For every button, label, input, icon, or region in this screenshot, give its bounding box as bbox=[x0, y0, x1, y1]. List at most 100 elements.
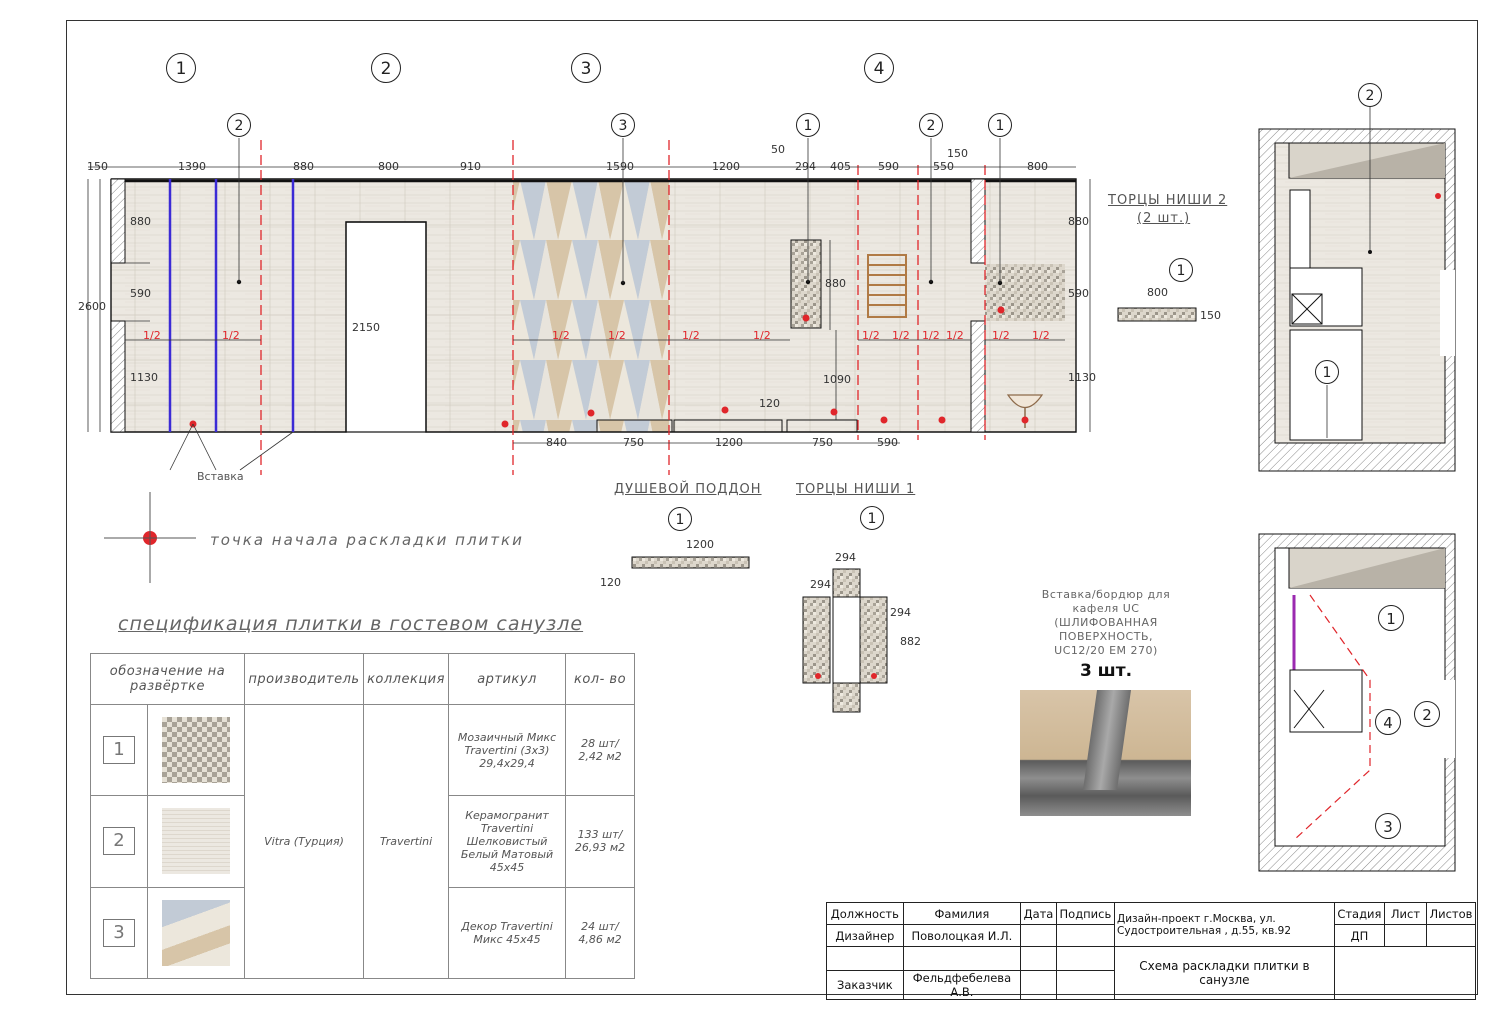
tile-marker: 1 bbox=[860, 506, 884, 530]
insert-desc: кафеля UC bbox=[1072, 602, 1140, 615]
ceramic-swatch bbox=[162, 808, 230, 875]
row-num: 2 bbox=[103, 827, 135, 856]
dimension-label: 120 bbox=[600, 576, 621, 589]
tile-marker: 2 bbox=[919, 113, 943, 137]
row-num: 1 bbox=[103, 736, 135, 765]
tb-sign-header: Подпись bbox=[1055, 902, 1116, 925]
tile-marker: 1 bbox=[1378, 605, 1404, 631]
spec-header-collection: коллекция bbox=[363, 653, 449, 705]
tile-marker: 1 bbox=[988, 113, 1012, 137]
collection-cell: Travertini bbox=[363, 704, 449, 979]
dimension-label: 550 bbox=[933, 160, 954, 173]
tb-drawing-title: Схема раскладки плитки в санузле bbox=[1114, 946, 1335, 1000]
insert-desc: UC12/20 EM 270) bbox=[1054, 644, 1158, 657]
niche2-sub: (2 шт.) bbox=[1137, 211, 1191, 226]
qty-cell: 28 шт/ 2,42 м2 bbox=[565, 703, 635, 797]
dimension-label: 880 bbox=[1068, 215, 1089, 228]
tile-marker: 1 bbox=[1169, 258, 1193, 282]
dimension-label: 1130 bbox=[130, 371, 158, 384]
dimension-label: 150 bbox=[1200, 309, 1221, 322]
insert-label: Вставка bbox=[197, 470, 244, 483]
tile-marker: 3 bbox=[1375, 813, 1401, 839]
tb-sheets-header: Листов bbox=[1425, 902, 1477, 925]
spec-title: спецификация плитки в гостевом санузле bbox=[118, 613, 584, 635]
dimension-label: 882 bbox=[900, 635, 921, 648]
half-label: 1/2 bbox=[143, 329, 161, 342]
table-row: 3 Декор Travertini Микс 45x45 24 шт/ 4,8… bbox=[90, 886, 635, 980]
tb-name-designer: Поволоцкая И.Л. bbox=[902, 924, 1022, 947]
dimension-label: 800 bbox=[1027, 160, 1048, 173]
spec-header-article: артикул bbox=[448, 653, 566, 705]
half-label: 1/2 bbox=[682, 329, 700, 342]
tb-project: Дизайн-проект г.Москва, ул. Судостроител… bbox=[1114, 902, 1335, 947]
table-row: 2 Керамогранит Travertini Шелковистый Бе… bbox=[90, 795, 635, 888]
dimension-label: 50 bbox=[771, 143, 785, 156]
insert-desc: Вставка/бордюр для bbox=[1041, 588, 1171, 601]
tb-stage-header: Стадия bbox=[1333, 902, 1386, 925]
spec-header-designation: обозначение на развёртке bbox=[90, 653, 245, 705]
dimension-label: 880 bbox=[293, 160, 314, 173]
dimension-label: 590 bbox=[877, 436, 898, 449]
dimension-label: 120 bbox=[759, 397, 780, 410]
title-block: Должность Фамилия Дата Подпись Дизайн-пр… bbox=[826, 902, 1477, 1000]
mosaic-swatch bbox=[162, 717, 230, 784]
qty-cell: 133 шт/ 26,93 м2 bbox=[565, 795, 635, 888]
half-label: 1/2 bbox=[946, 329, 964, 342]
dimension-label: 294 bbox=[795, 160, 816, 173]
insert-photo bbox=[1020, 690, 1191, 816]
row-num: 3 bbox=[103, 918, 135, 947]
dimension-label: 590 bbox=[878, 160, 899, 173]
dimension-label: 840 bbox=[546, 436, 567, 449]
qty-cell: 24 шт/ 4,86 м2 bbox=[565, 886, 635, 980]
article-cell: Декор Travertini Микс 45x45 bbox=[448, 886, 566, 980]
spec-header-qty: кол- во bbox=[565, 653, 635, 705]
dimension-label: 1200 bbox=[712, 160, 740, 173]
dimension-label: 590 bbox=[1068, 287, 1089, 300]
insert-desc: ПОВЕРХНОСТЬ, bbox=[1059, 630, 1153, 643]
legend-text: точка начала раскладки плитки bbox=[210, 531, 524, 549]
dimension-label: 1200 bbox=[686, 538, 714, 551]
spec-table: обозначение на развёртке производитель к… bbox=[90, 653, 635, 980]
tb-name-client: Фельдфебелева А.В. bbox=[902, 970, 1022, 1000]
half-label: 1/2 bbox=[892, 329, 910, 342]
dimension-label: 2600 bbox=[78, 300, 106, 313]
dimension-label: 1090 bbox=[823, 373, 851, 386]
dimension-label: 294 bbox=[890, 606, 911, 619]
half-label: 1/2 bbox=[992, 329, 1010, 342]
dimension-label: 800 bbox=[1147, 286, 1168, 299]
tb-stage: ДП bbox=[1333, 924, 1386, 947]
dimension-label: 750 bbox=[623, 436, 644, 449]
half-label: 1/2 bbox=[222, 329, 240, 342]
spec-header-manufacturer: производитель bbox=[243, 653, 365, 705]
sheet-frame bbox=[66, 20, 1478, 995]
tb-name-header: Фамилия bbox=[902, 902, 1022, 925]
tile-marker: 3 bbox=[611, 113, 635, 137]
section-marker: 3 bbox=[571, 53, 601, 83]
dimension-label: 1590 bbox=[606, 160, 634, 173]
decor-swatch bbox=[162, 899, 230, 966]
article-cell: Мозаичный Микс Travertini (3x3) 29,4x29,… bbox=[448, 703, 566, 797]
dimension-label: 294 bbox=[835, 551, 856, 564]
insert-desc: (ШЛИФОВАННАЯ bbox=[1054, 616, 1158, 629]
half-label: 1/2 bbox=[552, 329, 570, 342]
manufacturer-cell: Vitra (Турция) bbox=[243, 704, 365, 979]
tb-role-client: Заказчик bbox=[826, 970, 904, 1000]
dimension-label: 910 bbox=[460, 160, 481, 173]
half-label: 1/2 bbox=[753, 329, 771, 342]
dimension-label: 590 bbox=[130, 287, 151, 300]
dimension-label: 1390 bbox=[178, 160, 206, 173]
dimension-label: 880 bbox=[130, 215, 151, 228]
half-label: 1/2 bbox=[922, 329, 940, 342]
tb-date-header: Дата bbox=[1020, 902, 1057, 925]
tile-marker: 2 bbox=[227, 113, 251, 137]
dimension-label: 405 bbox=[830, 160, 851, 173]
dimension-label: 150 bbox=[87, 160, 108, 173]
tb-role-header: Должность bbox=[826, 902, 904, 925]
tile-marker: 4 bbox=[1375, 709, 1401, 735]
niche1-title: ТОРЦЫ НИШИ 1 bbox=[796, 482, 916, 497]
half-label: 1/2 bbox=[608, 329, 626, 342]
table-row: 1 Vitra (Турция) Travertini Мозаичный Ми… bbox=[90, 703, 635, 979]
article-cell: Керамогранит Travertini Шелковистый Белы… bbox=[448, 795, 566, 888]
half-label: 1/2 bbox=[862, 329, 880, 342]
tile-marker: 1 bbox=[668, 507, 692, 531]
